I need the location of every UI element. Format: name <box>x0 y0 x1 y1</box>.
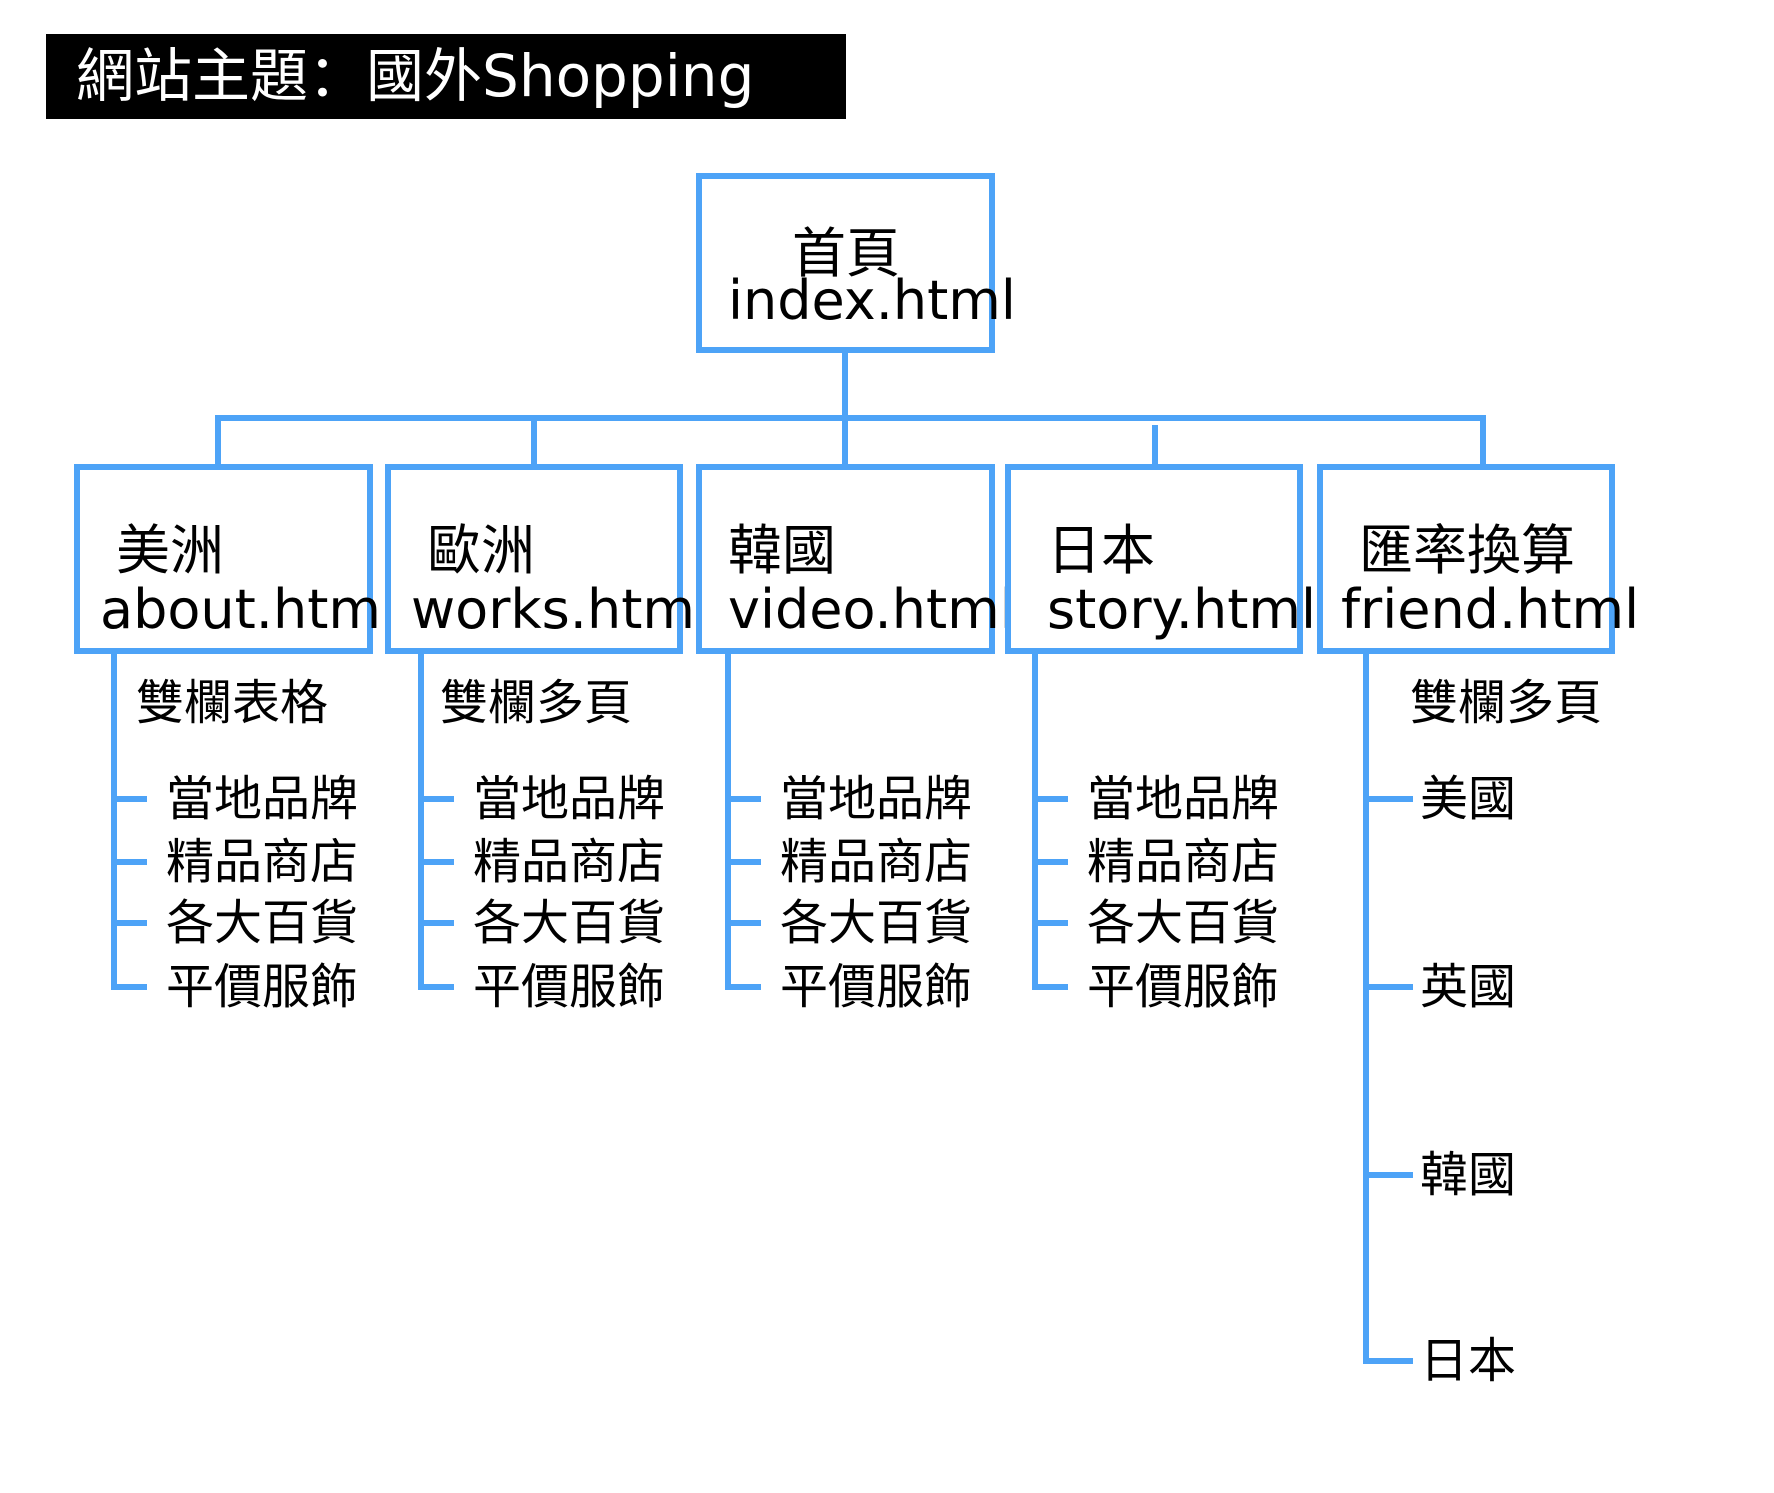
node-file: works.html <box>411 578 710 641</box>
branch-tick <box>1363 984 1413 990</box>
branch-tick <box>418 796 454 802</box>
node-page[interactable]: 日本 story.html <box>1005 464 1316 654</box>
sub-item[interactable]: 各大百貨 <box>166 895 359 951</box>
sub-item[interactable]: 當地品牌 <box>166 771 359 827</box>
sub-item[interactable]: 當地品牌 <box>1087 771 1280 827</box>
branch-tick <box>1032 796 1068 802</box>
branch-tick <box>725 796 761 802</box>
sub-item[interactable]: 美國 <box>1420 771 1517 827</box>
branch-tick <box>1363 796 1413 802</box>
branch-tick <box>111 859 147 865</box>
connector <box>1480 415 1486 465</box>
sub-item[interactable]: 精品商店 <box>166 834 359 890</box>
sub-item[interactable]: 英國 <box>1420 959 1517 1015</box>
branch-tick <box>111 920 147 926</box>
node-page[interactable]: 歐洲 works.html <box>385 464 710 654</box>
sub-item[interactable]: 當地品牌 <box>473 771 666 827</box>
sub-item[interactable]: 韓國 <box>1420 1147 1517 1203</box>
node-page[interactable]: 匯率換算 friend.html <box>1317 464 1639 654</box>
sub-item[interactable]: 當地品牌 <box>780 771 973 827</box>
connector <box>531 415 537 465</box>
branch-tick <box>1032 984 1068 990</box>
branch-tick <box>418 984 454 990</box>
node-title: 韓國 <box>728 519 836 582</box>
sub-item[interactable]: 精品商店 <box>473 834 666 890</box>
node-title: 匯率換算 <box>1359 519 1575 582</box>
branch-tick <box>725 984 761 990</box>
connector <box>215 415 1486 421</box>
connector <box>1152 425 1158 465</box>
branch-line <box>1363 653 1369 1364</box>
node-file: index.html <box>728 269 1016 332</box>
branch-line <box>725 653 731 990</box>
branch-tick <box>418 859 454 865</box>
node-file: friend.html <box>1341 578 1640 641</box>
sub-item[interactable]: 平價服飾 <box>166 959 359 1015</box>
node-title: 美洲 <box>116 519 224 582</box>
layout-label: 雙欄表格 <box>136 675 329 731</box>
node-title: 日本 <box>1047 519 1155 582</box>
sub-item[interactable]: 各大百貨 <box>780 895 973 951</box>
layout-label: 雙欄多頁 <box>1410 675 1603 731</box>
branch-tick <box>725 859 761 865</box>
connector <box>215 415 221 465</box>
branch-tick <box>418 920 454 926</box>
node-file: about.html <box>100 578 396 641</box>
branch-tick <box>1032 920 1068 926</box>
branch-line <box>111 653 117 990</box>
connector <box>842 352 848 464</box>
branch-line <box>1032 653 1038 990</box>
sub-item[interactable]: 平價服飾 <box>473 959 666 1015</box>
layout-label: 雙欄多頁 <box>440 675 633 731</box>
sub-item[interactable]: 平價服飾 <box>1087 959 1280 1015</box>
branch-line <box>418 653 424 990</box>
branch-tick <box>1363 1172 1413 1178</box>
branch-tick <box>725 920 761 926</box>
site-title: 網站主題：國外Shopping <box>46 34 846 119</box>
branch-tick <box>111 796 147 802</box>
branch-tick <box>1363 1358 1413 1364</box>
sub-item[interactable]: 平價服飾 <box>780 959 973 1015</box>
node-index[interactable]: 首頁 index.html <box>696 173 1016 353</box>
sub-item[interactable]: 精品商店 <box>780 834 973 890</box>
branch-tick <box>1032 859 1068 865</box>
node-title: 歐洲 <box>427 519 535 582</box>
node-page[interactable]: 韓國 video.html <box>696 464 1015 654</box>
sub-item[interactable]: 各大百貨 <box>473 895 666 951</box>
node-title: 首頁 <box>792 222 900 285</box>
node-file: story.html <box>1047 578 1316 641</box>
node-file: video.html <box>728 578 1015 641</box>
node-page[interactable]: 美洲 about.html <box>74 464 396 654</box>
sub-item[interactable]: 各大百貨 <box>1087 895 1280 951</box>
branch-tick <box>111 984 147 990</box>
sub-item[interactable]: 日本 <box>1420 1333 1517 1389</box>
sub-item[interactable]: 精品商店 <box>1087 834 1280 890</box>
